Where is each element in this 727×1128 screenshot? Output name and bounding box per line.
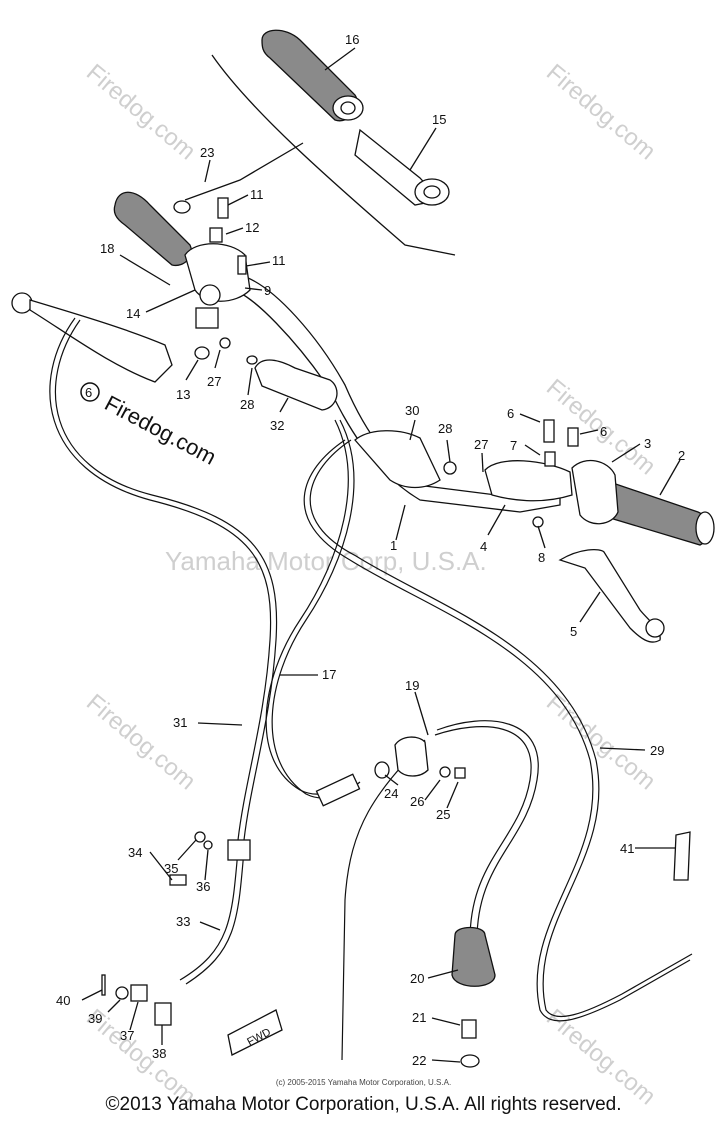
throttle-housing-3	[571, 459, 619, 525]
cable-20	[434, 726, 532, 941]
callout-28b: 28	[438, 421, 452, 436]
callout-39: 39	[88, 1011, 102, 1026]
callout-7: 7	[510, 438, 517, 453]
cable-20b	[436, 720, 539, 941]
firedog-stamp: 6 Firedog.com	[80, 382, 221, 470]
callout-2: 2	[678, 448, 685, 463]
source-note: (c) 2005-2015 Yamaha Motor Corporation, …	[275, 1078, 452, 1087]
cable-33b	[185, 849, 245, 985]
callout-33: 33	[176, 914, 190, 929]
right-grip-2	[597, 477, 715, 546]
callout-27b: 27	[474, 437, 488, 452]
callout-6a: 6	[507, 406, 514, 421]
callout-31: 31	[173, 715, 187, 730]
callout-20: 20	[410, 971, 424, 986]
cable-clutch	[49, 317, 272, 841]
watermark-ml: Firedog.com	[81, 689, 201, 795]
callout-22: 22	[412, 1053, 426, 1068]
callout-27a: 27	[207, 374, 221, 389]
callout-11a: 11	[250, 187, 264, 202]
callout-1: 1	[390, 538, 397, 553]
callout-38: 38	[152, 1046, 166, 1061]
callout-35: 35	[164, 861, 178, 876]
callout-5: 5	[570, 624, 577, 639]
callout-34: 34	[128, 845, 142, 860]
cable-29	[303, 439, 691, 1022]
firedog-stamp-marker: 6	[85, 385, 92, 400]
cable-17	[265, 419, 356, 795]
left-lever	[11, 292, 173, 383]
callout-6b: 6	[600, 424, 607, 439]
callout-26: 26	[410, 794, 424, 809]
callout-29: 29	[650, 743, 664, 758]
callout-18: 18	[100, 241, 114, 256]
watermark-tl: Firedog.com	[81, 59, 201, 165]
callouts: 16 15 23 11 12 11 9 18 14 13 27 28 32 30…	[56, 32, 685, 1068]
adjuster-41	[673, 831, 691, 881]
grip-16	[261, 29, 364, 122]
callout-4: 4	[480, 539, 487, 554]
cable-29b	[309, 439, 693, 1018]
firedog-stamp-circle	[80, 382, 100, 402]
bracket-30	[354, 430, 441, 489]
inset-bracket	[211, 54, 456, 256]
watermark-center: Yamaha Motor Corp, U.S.A.	[165, 546, 487, 576]
callout-41: 41	[620, 841, 634, 856]
callout-24: 24	[384, 786, 398, 801]
switch-19	[315, 736, 429, 807]
callout-16: 16	[345, 32, 359, 47]
small-parts-lower	[101, 766, 480, 1068]
callout-25: 25	[436, 807, 450, 822]
cable-17b	[271, 419, 361, 799]
cables	[49, 317, 693, 1061]
callout-37: 37	[120, 1028, 134, 1043]
copyright-footer: ©2013 Yamaha Motor Corporation, U.S.A. A…	[105, 1094, 622, 1115]
fwd-arrow: FWD	[227, 1009, 283, 1056]
callout-9: 9	[264, 283, 271, 298]
grip-15	[354, 128, 450, 206]
lever-5	[558, 548, 665, 643]
callout-23: 23	[200, 145, 214, 160]
callout-28a: 28	[240, 397, 254, 412]
cable-33	[179, 849, 239, 981]
grip-32	[254, 359, 338, 411]
callout-36: 36	[196, 879, 210, 894]
leaders	[81, 47, 681, 1063]
callout-14: 14	[126, 306, 140, 321]
bolts-6-7	[532, 419, 579, 528]
callout-3: 3	[644, 436, 651, 451]
inset-leader	[184, 142, 304, 201]
watermark-tr: Firedog.com	[541, 59, 661, 165]
callout-19: 19	[405, 678, 419, 693]
watermark-layer: Firedog.com Firedog.com Firedog.com Fire…	[81, 59, 661, 1110]
lever-holder-9	[184, 243, 251, 329]
callout-21: 21	[412, 1010, 426, 1025]
callout-30: 30	[405, 403, 419, 418]
cable-clutch-inner	[54, 319, 278, 841]
lever-holder-4	[484, 460, 573, 502]
small-parts-left	[173, 197, 457, 475]
watermark-r2: Firedog.com	[541, 689, 661, 795]
callout-8: 8	[538, 550, 545, 565]
callout-32: 32	[270, 418, 284, 433]
bellows-20	[451, 926, 496, 987]
callout-15: 15	[432, 112, 446, 127]
callout-40: 40	[56, 993, 70, 1008]
firedog-stamp-text: Firedog.com	[101, 390, 221, 469]
callout-17: 17	[322, 667, 336, 682]
callout-11b: 11	[272, 253, 286, 268]
callout-12: 12	[245, 220, 259, 235]
callout-13: 13	[176, 387, 190, 402]
